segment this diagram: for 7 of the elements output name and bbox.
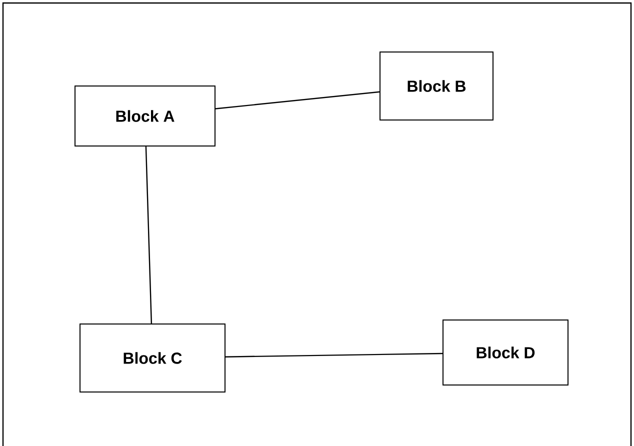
- connector-line: [215, 91, 380, 110]
- block-box: Block B: [380, 52, 494, 120]
- connector-line: [226, 352, 443, 358]
- block-box: Block D: [442, 320, 568, 386]
- connector-line: [145, 146, 152, 324]
- block-box: Block C: [80, 324, 226, 392]
- block-box: Block A: [74, 86, 216, 146]
